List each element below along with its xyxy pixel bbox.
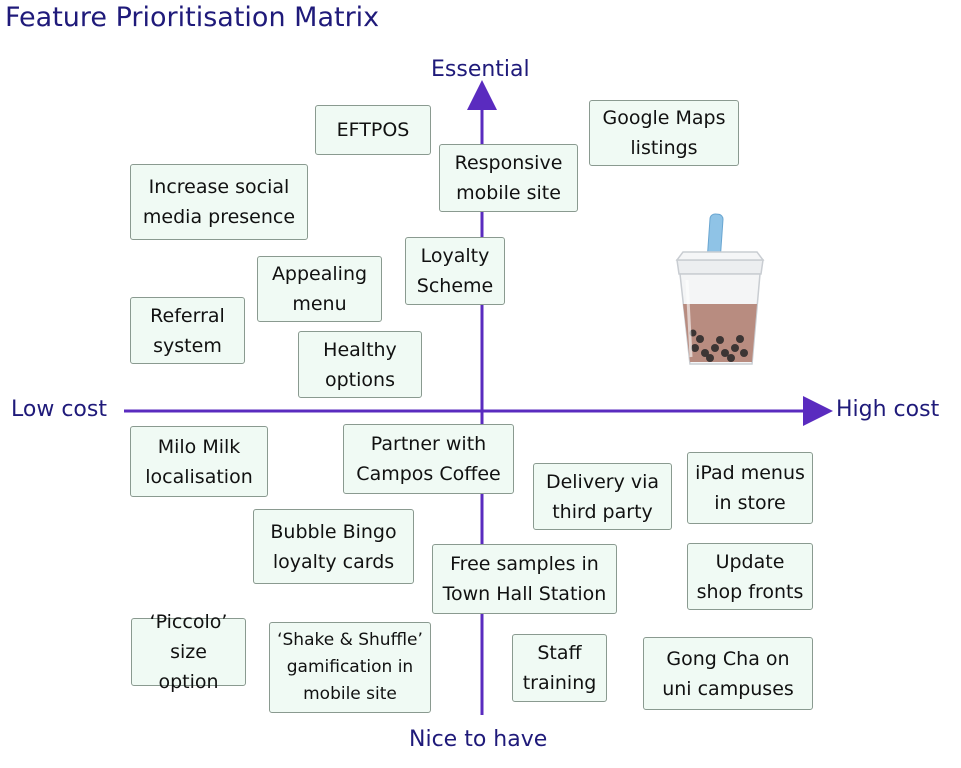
card-campos: Partner with Campos Coffee [343, 424, 514, 494]
axis-label-low-cost: Low cost [11, 397, 107, 422]
page-title: Feature Prioritisation Matrix [5, 2, 380, 33]
bubble-tea-cup-icon [675, 213, 765, 365]
card-referral: Referral system [130, 297, 245, 364]
axis-label-essential: Essential [431, 57, 530, 82]
card-delivery: Delivery via third party [533, 463, 672, 530]
card-shopfronts: Update shop fronts [687, 543, 813, 610]
axis-label-nice-to-have: Nice to have [409, 727, 548, 752]
card-bingo: Bubble Bingo loyalty cards [253, 509, 414, 584]
card-social-media: Increase social media presence [130, 164, 308, 240]
card-shake-shuffle: ‘Shake & Shuffle’ gamification in mobile… [269, 622, 431, 713]
card-responsive-site: Responsive mobile site [439, 144, 578, 212]
card-staff: Staff training [512, 634, 607, 702]
card-piccolo: ‘Piccolo’ size option [131, 611, 246, 693]
card-appealing-menu: Appealing menu [257, 256, 382, 322]
card-samples: Free samples in Town Hall Station [432, 544, 617, 614]
card-ipad: iPad menus in store [687, 452, 813, 524]
card-milo: Milo Milk localisation [130, 426, 268, 497]
card-google-maps: Google Maps listings [589, 100, 739, 166]
axis-label-high-cost: High cost [836, 397, 940, 422]
card-healthy: Healthy options [298, 331, 422, 398]
card-loyalty-scheme: Loyalty Scheme [405, 237, 505, 305]
card-gongcha: Gong Cha on uni campuses [643, 637, 813, 710]
card-eftpos: EFTPOS [315, 105, 431, 155]
